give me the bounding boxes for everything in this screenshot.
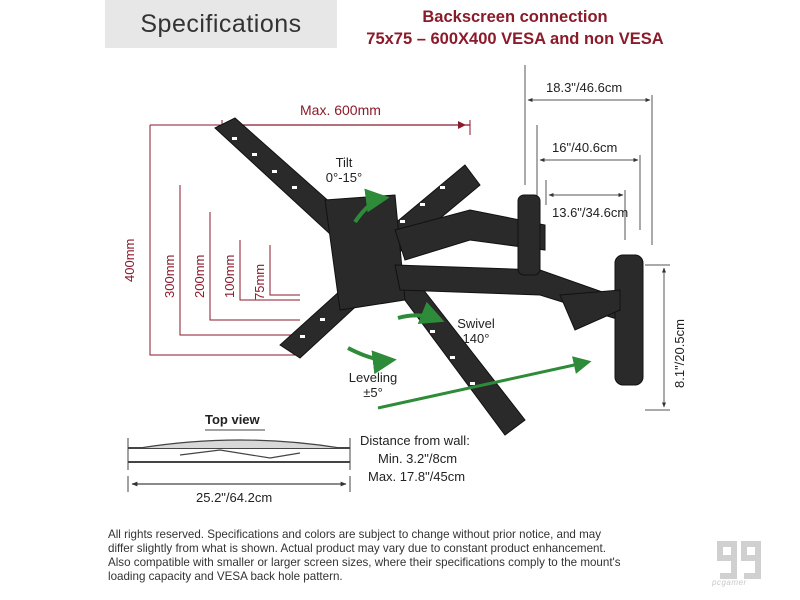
height-400-label: 400mm: [122, 238, 137, 282]
height-100-label: 100mm: [222, 254, 237, 298]
distance-title: Distance from wall:: [360, 433, 470, 448]
mount-bracket: [214, 117, 644, 436]
swivel-label: Swivel 140°: [448, 316, 504, 346]
distance-from-wall: Distance from wall: Min. 3.2"/8cm Max. 1…: [360, 432, 470, 486]
tilt-title: Tilt: [335, 155, 353, 170]
pcgamer-logo-icon: [717, 541, 761, 579]
disclaimer-line-4: loading capacity and VESA back hole patt…: [108, 570, 343, 583]
leveling-title: Leveling: [348, 370, 398, 385]
tilt-label: Tilt 0°-15°: [316, 155, 372, 185]
leveling-label: Leveling ±5°: [340, 370, 406, 400]
backscreen-connection-heading: Backscreen connection 75x75 – 600X400 VE…: [350, 6, 680, 50]
arm-dimension-lines: [524, 65, 670, 411]
arm-mid-label: 16"/40.6cm: [552, 140, 618, 155]
backscreen-line-1: Backscreen connection: [422, 8, 608, 26]
height-300-label: 300mm: [162, 254, 177, 298]
disclaimer: All rights reserved. Specifications and …: [108, 528, 688, 584]
arm-max-label: 18.3"/46.6cm: [546, 80, 623, 95]
swivel-value: 140°: [462, 331, 490, 346]
swivel-title: Swivel: [457, 316, 495, 331]
height-200-label: 200mm: [192, 254, 207, 298]
bracket-holes: [232, 137, 475, 385]
top-view-width-label: 25.2"/64.2cm: [196, 490, 273, 505]
height-75-label: 75mm: [252, 263, 267, 300]
top-view-drawing: [127, 438, 351, 492]
vesa-dimension-lines: [149, 120, 471, 356]
logo-text: pcgamer: [712, 578, 747, 587]
top-view-title: Top view: [205, 412, 260, 427]
max-width-label: Max. 600mm: [300, 102, 381, 118]
disclaimer-line-1: All rights reserved. Specifications and …: [108, 528, 601, 541]
distance-min: Min. 3.2"/8cm: [378, 451, 458, 466]
backscreen-line-2: 75x75 – 600X400 VESA and non VESA: [366, 30, 664, 48]
plate-height-label: 8.1"/20.5cm: [672, 319, 687, 388]
disclaimer-line-2: differ slightly from what is shown. Actu…: [108, 542, 606, 555]
tilt-value: 0°-15°: [325, 170, 363, 185]
leveling-value: ±5°: [363, 385, 383, 400]
disclaimer-line-3: Also compatible with smaller or larger s…: [108, 556, 621, 569]
distance-max: Max. 17.8"/45cm: [368, 469, 466, 484]
page-title: Specifications: [105, 0, 337, 48]
motion-arrows: [347, 188, 592, 410]
arm-min-label: 13.6"/34.6cm: [552, 205, 629, 220]
